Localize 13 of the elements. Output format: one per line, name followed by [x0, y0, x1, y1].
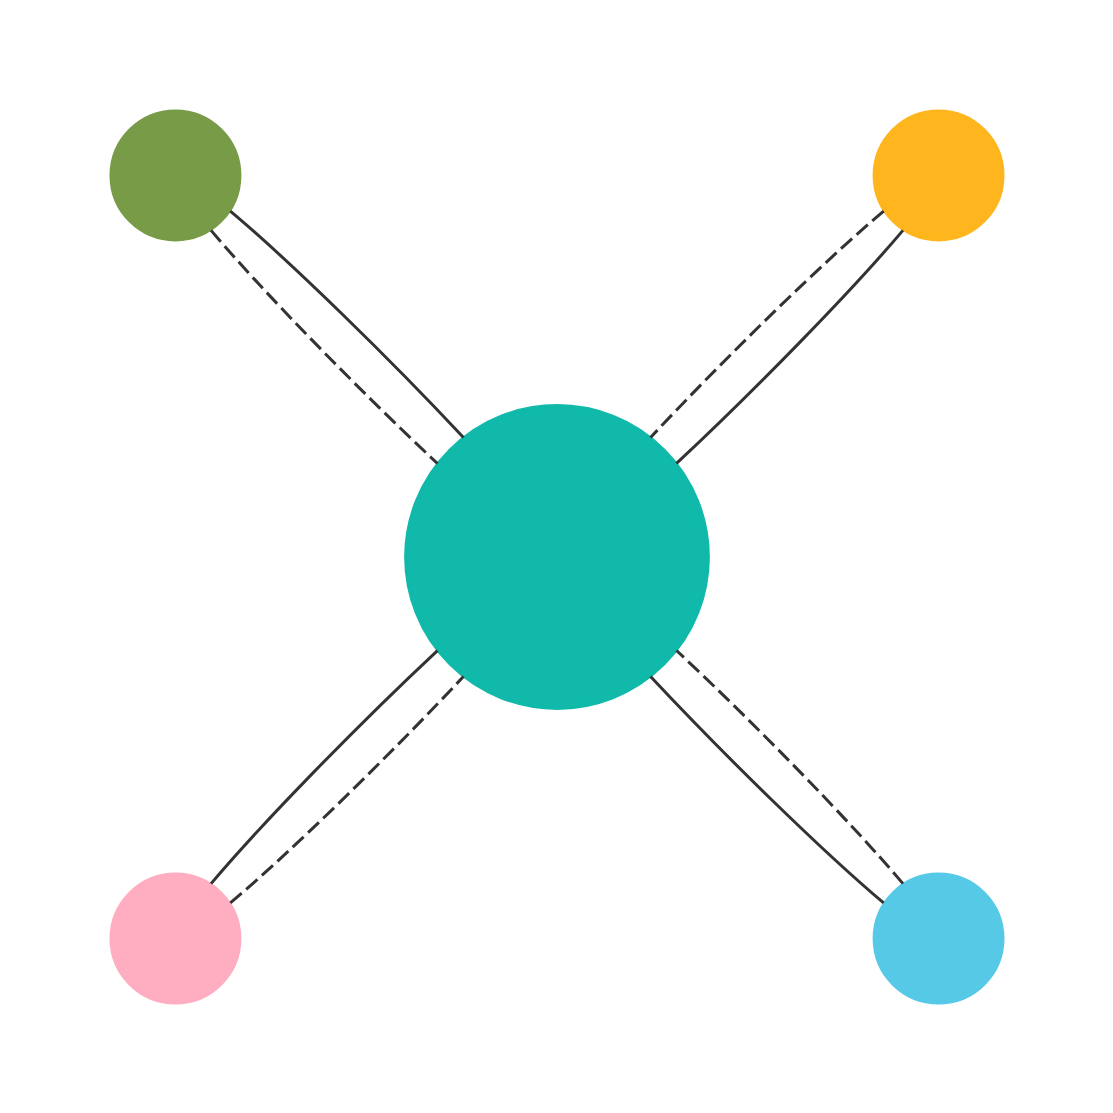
connector [209, 648, 438, 885]
connector [209, 228, 438, 465]
node-circle [109, 872, 241, 1004]
node-circle [109, 109, 241, 241]
connector [674, 648, 904, 885]
connector [648, 675, 885, 904]
connector [228, 209, 465, 439]
connector [674, 228, 904, 465]
node-circle [872, 872, 1004, 1004]
connector [228, 675, 465, 904]
node-circle [872, 109, 1004, 241]
connector [648, 209, 885, 439]
node-circle [403, 403, 710, 710]
